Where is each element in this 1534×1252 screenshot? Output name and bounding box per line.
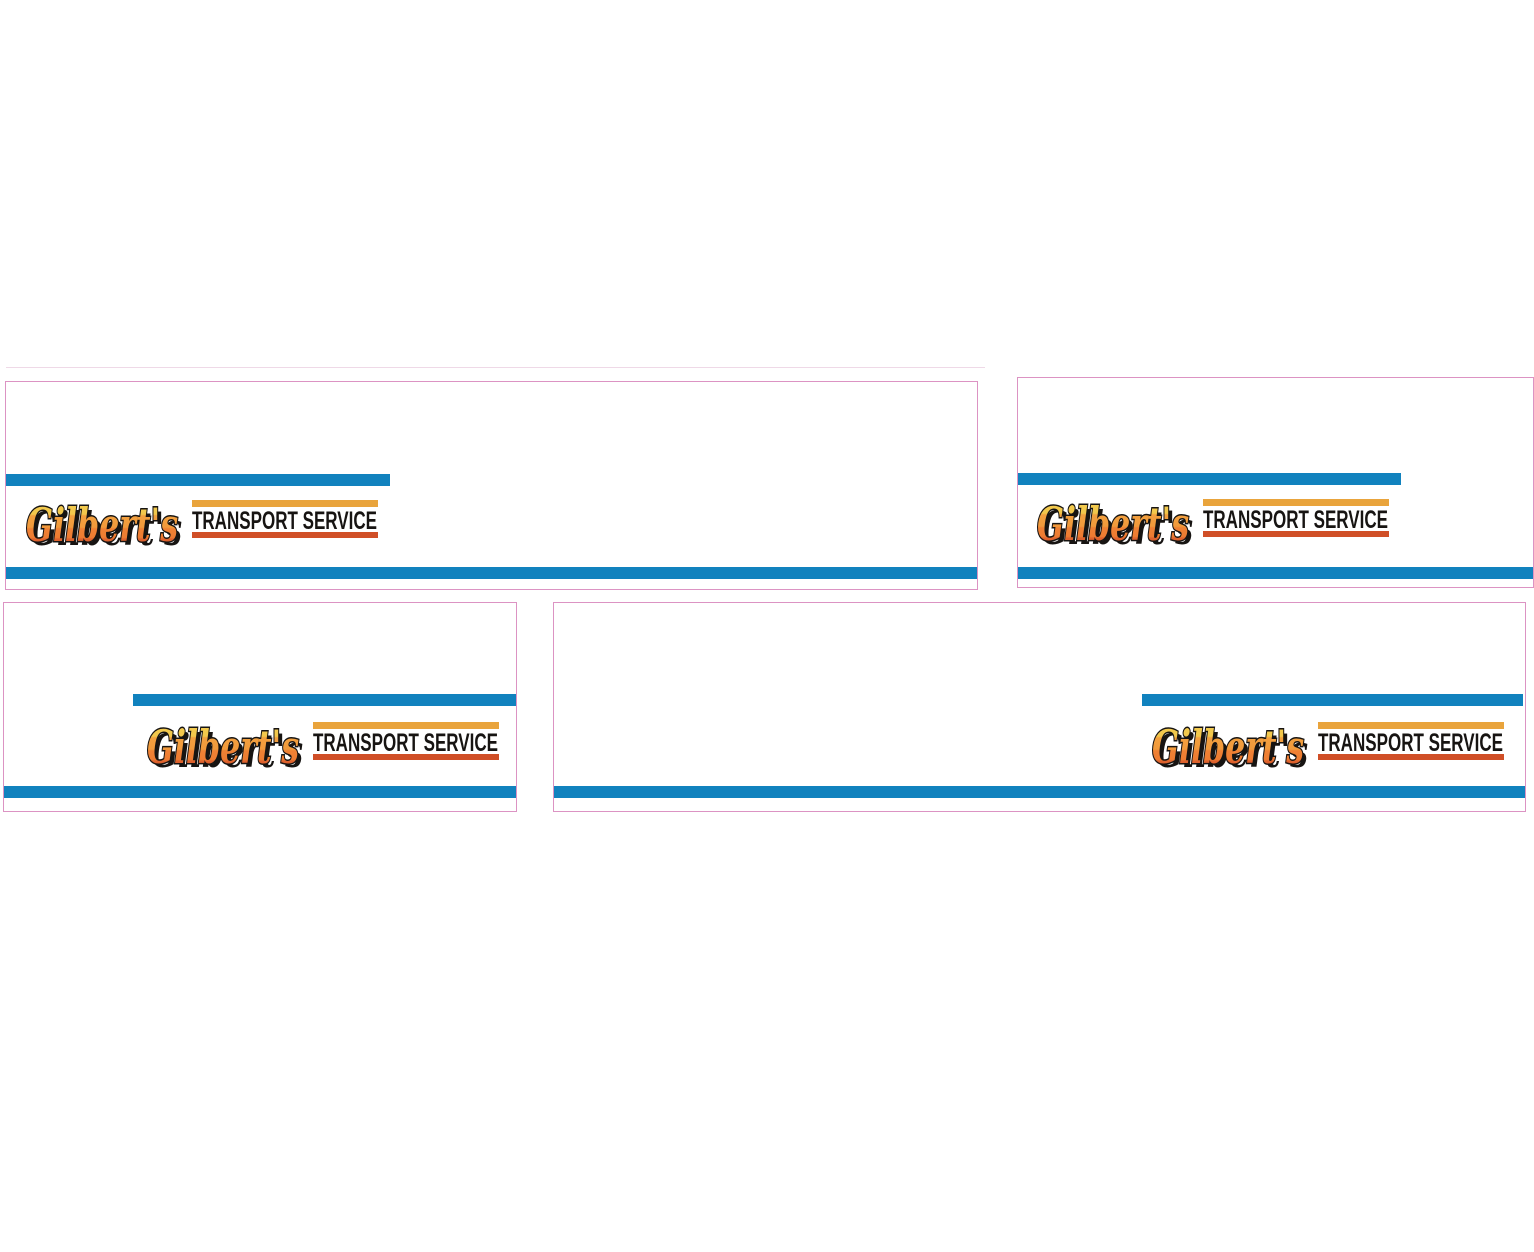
transport-service-lockup: TRANSPORT SERVICE (1203, 499, 1389, 537)
blue-stripe-bottom (554, 786, 1525, 798)
red-rule (313, 754, 499, 760)
orange-rule (313, 722, 499, 729)
blue-stripe-top (133, 694, 516, 706)
wordmark-shadow-text: Gilbert's (1041, 501, 1193, 555)
red-rule (1203, 531, 1389, 537)
transport-service-label: TRANSPORT SERVICE (192, 510, 377, 530)
livery-lockup: Gilbert's Gilbert's TRANSPORT SERVICE (1033, 495, 1389, 557)
blue-stripe-top (6, 474, 390, 486)
decal-panel-top-left: Gilbert's Gilbert's TRANSPORT SERVICE (5, 381, 978, 590)
orange-rule (192, 500, 378, 507)
transport-service-label: TRANSPORT SERVICE (313, 732, 498, 752)
decal-panel-bottom-right: Gilbert's Gilbert's TRANSPORT SERVICE (553, 602, 1526, 812)
red-rule (192, 532, 378, 538)
blue-stripe-top (1018, 473, 1401, 485)
wordmark-shadow-text: Gilbert's (30, 502, 182, 556)
transport-service-label: TRANSPORT SERVICE (1203, 509, 1388, 529)
gilberts-wordmark: Gilbert's Gilbert's (25, 497, 183, 557)
gilberts-wordmark: Gilbert's Gilbert's (1151, 719, 1309, 779)
decal-panel-top-right: Gilbert's Gilbert's TRANSPORT SERVICE (1017, 377, 1534, 588)
livery-lockup: Gilbert's Gilbert's TRANSPORT SERVICE (1148, 718, 1504, 780)
wordmark-fill-text: Gilbert's (1037, 497, 1189, 551)
transport-service-text: TRANSPORT SERVICE (313, 732, 498, 752)
transport-service-text: TRANSPORT SERVICE (1203, 509, 1388, 529)
blue-stripe-bottom (1018, 567, 1533, 579)
wordmark-shadow-text: Gilbert's (1156, 724, 1308, 778)
wordmark-fill-text: Gilbert's (26, 498, 178, 552)
blue-stripe-bottom (4, 786, 516, 798)
blue-stripe-bottom (6, 567, 977, 579)
wordmark-fill-text: Gilbert's (147, 720, 299, 774)
wordmark-shadow-text: Gilbert's (151, 724, 303, 778)
transport-service-lockup: TRANSPORT SERVICE (1318, 722, 1504, 760)
livery-lockup: Gilbert's Gilbert's TRANSPORT SERVICE (22, 496, 378, 558)
orange-rule (1203, 499, 1389, 506)
red-rule (1318, 754, 1504, 760)
livery-lockup: Gilbert's Gilbert's TRANSPORT SERVICE (143, 718, 499, 780)
transport-service-lockup: TRANSPORT SERVICE (192, 500, 378, 538)
gilberts-wordmark: Gilbert's Gilbert's (146, 719, 304, 779)
transport-service-lockup: TRANSPORT SERVICE (313, 722, 499, 760)
blue-stripe-top (1142, 694, 1523, 706)
transport-service-label: TRANSPORT SERVICE (1318, 732, 1503, 752)
orange-rule (1318, 722, 1504, 729)
transport-service-text: TRANSPORT SERVICE (1318, 732, 1503, 752)
transport-service-text: TRANSPORT SERVICE (192, 510, 377, 530)
gilberts-wordmark: Gilbert's Gilbert's (1036, 496, 1194, 556)
decal-panel-bottom-left: Gilbert's Gilbert's TRANSPORT SERVICE (3, 602, 517, 812)
wordmark-fill-text: Gilbert's (1152, 720, 1304, 774)
faint-guide-line (6, 367, 985, 368)
